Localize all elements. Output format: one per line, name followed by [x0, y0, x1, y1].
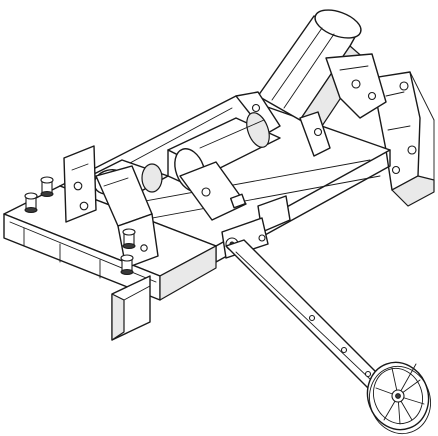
left-support-bracket — [63, 145, 159, 269]
sensor-wheel — [366, 361, 431, 435]
center-roller-bracket — [235, 91, 331, 157]
right-roller-bracket — [325, 53, 387, 119]
center-support-bracket — [179, 161, 247, 221]
bolt-rear-mid — [120, 254, 134, 275]
bolt-front-mid — [40, 176, 54, 197]
swing-arm — [225, 239, 399, 405]
mounting-bolts — [24, 176, 136, 275]
base-frame — [3, 185, 217, 301]
side-channel — [111, 275, 151, 341]
bolt-front-left — [24, 192, 38, 213]
bolt-rear-left — [122, 228, 136, 249]
